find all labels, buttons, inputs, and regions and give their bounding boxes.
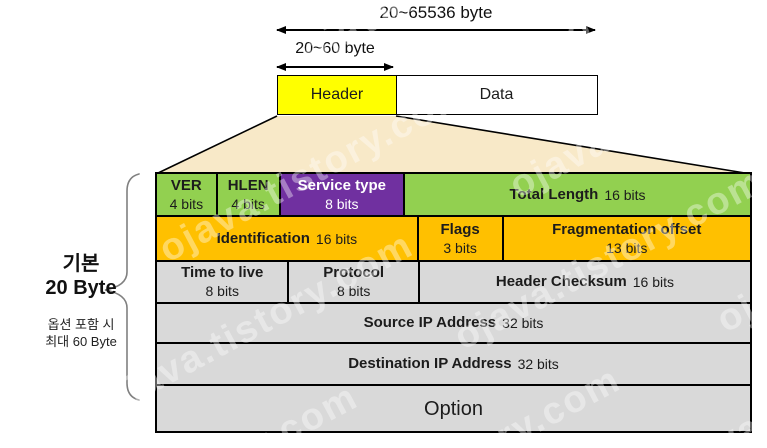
field-ver: VER 4 bits xyxy=(157,174,216,215)
table-row: Identification 16 bits Flags 3 bits Frag… xyxy=(157,217,750,262)
field-label: Option xyxy=(424,397,483,420)
field-bits: 4 bits xyxy=(169,195,204,212)
annotation-note: 최대 60 Byte xyxy=(45,334,117,349)
field-identification: Identification 16 bits xyxy=(157,217,417,260)
arrow-left-head-icon xyxy=(276,26,286,34)
header-size-label: 20~60 byte xyxy=(295,40,375,57)
arrow-left-head-icon xyxy=(276,63,286,71)
annotation-title: 기본 xyxy=(62,253,100,275)
field-label: VER xyxy=(170,176,202,194)
field-destination-ip: Destination IP Address 32 bits xyxy=(157,344,750,384)
field-bits: 4 bits xyxy=(231,195,265,212)
arrow-right-head-icon xyxy=(586,26,596,34)
table-row: VER 4 bits HLEN 4 bits Service type 8 bi… xyxy=(157,174,750,217)
field-label: Protocol xyxy=(323,264,385,281)
field-bits: 16 bits xyxy=(315,230,358,247)
field-bits: 8 bits xyxy=(325,195,359,212)
packet-header-box: Header xyxy=(277,75,397,115)
total-size-label: 20~65536 byte xyxy=(379,3,493,22)
field-bits: 8 bits xyxy=(336,283,371,299)
field-label: Destination IP Address xyxy=(348,355,512,372)
field-bits: 3 bits xyxy=(443,239,477,256)
left-brace xyxy=(104,173,140,401)
field-option: Option xyxy=(157,386,750,431)
field-bits: 16 bits xyxy=(604,186,646,203)
field-label: Fragmentation offset xyxy=(552,220,702,238)
header-size-arrow xyxy=(276,63,394,71)
field-protocol: Protocol 8 bits xyxy=(287,262,418,302)
annotation-title: 20 Byte xyxy=(45,277,117,299)
field-label: Header Checksum xyxy=(495,273,627,290)
field-flags: Flags 3 bits xyxy=(416,217,502,260)
field-service-type: Service type 8 bits xyxy=(278,174,404,215)
field-time-to-live: Time to live 8 bits xyxy=(157,262,288,302)
field-bits: 32 bits xyxy=(517,356,559,372)
field-header-checksum: Header Checksum 16 bits xyxy=(417,262,750,302)
field-bits: 16 bits xyxy=(632,274,675,290)
field-label: Flags xyxy=(440,220,480,238)
table-row: Option xyxy=(157,386,750,431)
field-source-ip: Source IP Address 32 bits xyxy=(157,304,750,342)
size-annotation: 기본 20 Byte 옵션 포함 시 최대 60 Byte xyxy=(14,252,148,350)
field-label: Identification xyxy=(216,229,310,247)
field-bits: 13 bits xyxy=(606,239,648,256)
packet-data-box: Data xyxy=(395,75,598,115)
field-hlen: HLEN 4 bits xyxy=(215,174,279,215)
field-label: Time to live xyxy=(181,264,264,281)
table-row: Destination IP Address 32 bits xyxy=(157,344,750,386)
field-label: Service type xyxy=(297,176,386,194)
field-label: Source IP Address xyxy=(363,314,497,331)
total-size-arrow xyxy=(276,26,596,34)
annotation-note: 옵션 포함 시 xyxy=(47,317,115,332)
table-row: Time to live 8 bits Protocol 8 bits Head… xyxy=(157,262,750,304)
field-bits: 8 bits xyxy=(205,283,239,299)
field-label: Total Length xyxy=(509,185,599,203)
field-label: HLEN xyxy=(227,176,269,194)
field-bits: 32 bits xyxy=(502,315,544,331)
ipv4-header-table: VER 4 bits HLEN 4 bits Service type 8 bi… xyxy=(155,172,752,433)
field-total-length: Total Length 16 bits xyxy=(403,174,750,215)
table-row: Source IP Address 32 bits xyxy=(157,304,750,344)
field-fragmentation-offset: Fragmentation offset 13 bits xyxy=(501,217,750,260)
arrow-right-head-icon xyxy=(384,63,394,71)
